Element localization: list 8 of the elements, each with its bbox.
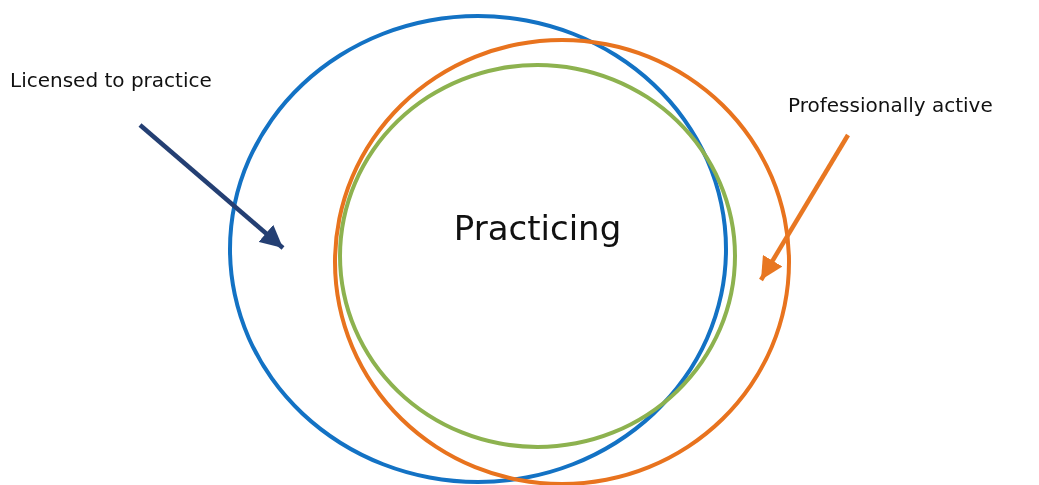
leader-arrow <box>759 133 850 282</box>
leader-arrow <box>138 123 285 250</box>
venn-circle <box>338 63 737 449</box>
callout-label: Licensed to practice <box>10 68 212 92</box>
callout-label: Professionally active <box>788 93 993 117</box>
circle-label: Practicing <box>453 208 622 248</box>
venn-circle <box>228 14 728 484</box>
venn-circle <box>333 38 791 485</box>
